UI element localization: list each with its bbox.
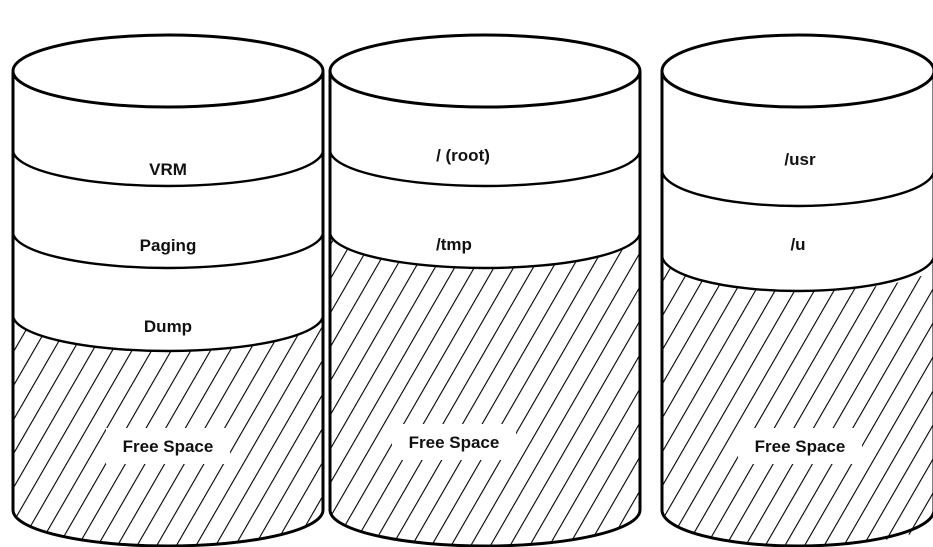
free-space-region <box>330 232 640 546</box>
partition-divider <box>660 169 933 208</box>
cylinder-bottom <box>660 509 933 547</box>
free-space-label-bg <box>106 428 230 464</box>
partition-label-vrm: VRM <box>149 160 187 179</box>
cylinder-bottom <box>11 509 325 547</box>
disk-cylinder-1: VRM Paging Dump Free Space <box>11 33 325 547</box>
partition-label-paging: Paging <box>140 236 197 255</box>
disk-cylinder-2: / (root) /tmp Free Space <box>328 33 642 547</box>
free-space-label-bg <box>738 428 862 464</box>
free-space-label-bg <box>392 424 516 460</box>
cylinder-top <box>11 33 325 109</box>
partition-label-root: / (root) <box>436 146 490 165</box>
partition-divider <box>11 231 325 270</box>
partition-label-tmp: /tmp <box>436 235 472 254</box>
cylinder-top <box>660 33 933 109</box>
disk-cylinder-3: /usr /u Free Space <box>660 33 933 547</box>
free-space-label: Free Space <box>755 437 846 456</box>
free-space-label: Free Space <box>123 437 214 456</box>
partition-divider <box>660 254 933 293</box>
free-space-region <box>662 255 933 546</box>
partition-label-dump: Dump <box>144 317 192 336</box>
partition-divider <box>328 149 642 188</box>
cylinder-top <box>328 33 642 109</box>
partition-label-usr: /usr <box>784 150 816 169</box>
partition-divider <box>11 314 325 353</box>
partition-label-u: /u <box>790 235 805 254</box>
cylinder-bottom <box>328 509 642 547</box>
free-space-label: Free Space <box>409 433 500 452</box>
partition-divider <box>11 149 325 188</box>
partition-divider <box>328 231 642 270</box>
